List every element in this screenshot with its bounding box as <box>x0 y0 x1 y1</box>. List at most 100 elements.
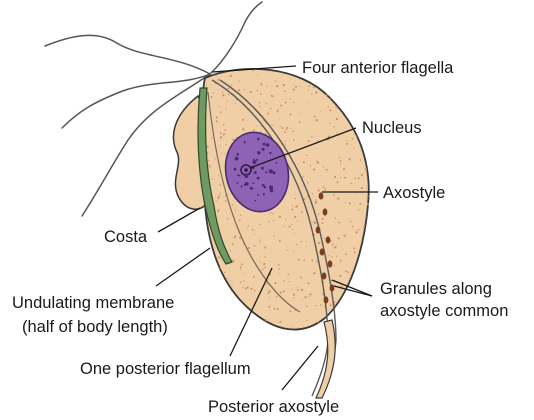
stipple-dot <box>353 148 354 149</box>
stipple-dot <box>352 138 354 140</box>
stipple-dot <box>295 86 297 88</box>
stipple-dot <box>331 256 333 258</box>
stipple-dot <box>213 92 214 93</box>
stipple-dot <box>297 287 298 288</box>
stipple-dot <box>344 177 346 179</box>
stipple-dot <box>358 209 360 211</box>
stipple-dot <box>322 218 324 220</box>
stipple-dot <box>218 175 219 176</box>
stipple-dot <box>225 108 226 109</box>
stipple-dot <box>267 86 268 87</box>
stipple-dot <box>318 322 319 323</box>
chromatin-dot <box>262 148 265 151</box>
chromatin-dot <box>237 174 239 176</box>
stipple-dot <box>320 111 321 112</box>
stipple-dot <box>220 111 222 113</box>
stipple-dot <box>293 251 294 252</box>
stipple-dot <box>340 160 342 162</box>
granule <box>324 296 329 303</box>
stipple-dot <box>329 98 330 99</box>
stipple-dot <box>309 294 311 296</box>
stipple-dot <box>303 161 305 163</box>
stipple-dot <box>273 236 274 237</box>
stipple-dot <box>354 251 356 253</box>
stipple-dot <box>315 202 317 204</box>
stipple-dot <box>232 282 233 283</box>
stipple-dot <box>274 282 276 284</box>
stipple-dot <box>211 96 213 98</box>
anterior-flagellum-1 <box>45 35 210 74</box>
stipple-dot <box>220 267 222 269</box>
stipple-dot <box>291 209 293 211</box>
stipple-dot <box>299 121 301 123</box>
stipple-dot <box>284 290 285 291</box>
stipple-dot <box>345 270 347 272</box>
stipple-dot <box>311 94 312 95</box>
label-posterior-axostyle: Posterior axostyle <box>208 398 339 416</box>
stipple-dot <box>329 109 331 111</box>
stipple-dot <box>229 280 230 281</box>
leader-posterior-axostyle <box>282 346 318 390</box>
stipple-dot <box>306 246 307 247</box>
stipple-dot <box>268 306 270 308</box>
stipple-dot <box>214 179 215 180</box>
stipple-dot <box>301 241 303 243</box>
stipple-dot <box>311 136 313 138</box>
stipple-dot <box>298 259 300 261</box>
chromatin-dot <box>254 171 257 174</box>
stipple-dot <box>304 296 306 298</box>
stipple-dot <box>251 288 253 290</box>
cell-body <box>202 69 369 330</box>
stipple-dot <box>259 102 261 104</box>
stipple-dot <box>307 182 309 184</box>
anterior-flagellum-4 <box>210 2 262 74</box>
stipple-dot <box>281 127 283 129</box>
stipple-dot <box>324 238 325 239</box>
stipple-dot <box>214 158 215 159</box>
stipple-dot <box>240 268 241 269</box>
stipple-dot <box>335 106 337 108</box>
chromatin-dot <box>237 182 239 184</box>
stipple-dot <box>270 108 272 110</box>
stipple-dot <box>349 202 351 204</box>
stipple-dot <box>320 304 322 306</box>
stipple-dot <box>225 154 226 155</box>
stipple-dot <box>242 119 244 121</box>
stipple-dot <box>211 138 212 139</box>
stipple-dot <box>285 144 286 145</box>
stipple-dot <box>354 247 356 249</box>
stipple-dot <box>290 113 292 115</box>
stipple-dot <box>302 176 303 177</box>
stipple-dot <box>294 233 295 234</box>
stipple-dot <box>309 296 310 297</box>
stipple-dot <box>293 89 295 91</box>
stipple-dot <box>291 224 292 225</box>
stipple-dot <box>257 90 259 92</box>
label-undulating-membrane-line2: (half of body length) <box>22 318 168 336</box>
chromatin-dot <box>239 175 241 177</box>
stipple-dot <box>216 200 217 201</box>
chromatin-dot <box>276 162 278 164</box>
stipple-dot <box>280 321 281 322</box>
stipple-dot <box>275 80 276 81</box>
chromatin-dot <box>257 194 259 196</box>
stipple-dot <box>312 193 314 195</box>
chromatin-dot <box>269 152 271 154</box>
stipple-dot <box>332 244 334 246</box>
stipple-dot <box>308 85 310 87</box>
chromatin-dot <box>252 160 256 164</box>
stipple-dot <box>293 294 295 296</box>
stipple-dot <box>340 260 342 262</box>
stipple-dot <box>367 203 369 205</box>
stipple-dot <box>269 290 271 292</box>
stipple-dot <box>234 236 236 238</box>
stipple-dot <box>267 113 269 115</box>
stipple-dot <box>248 225 249 226</box>
chromatin-dot <box>257 138 260 141</box>
stipple-dot <box>342 249 343 250</box>
chromatin-dot <box>236 153 239 156</box>
stipple-dot <box>284 226 285 227</box>
stipple-dot <box>359 159 361 161</box>
stipple-dot <box>234 103 235 104</box>
stipple-dot <box>265 103 267 105</box>
